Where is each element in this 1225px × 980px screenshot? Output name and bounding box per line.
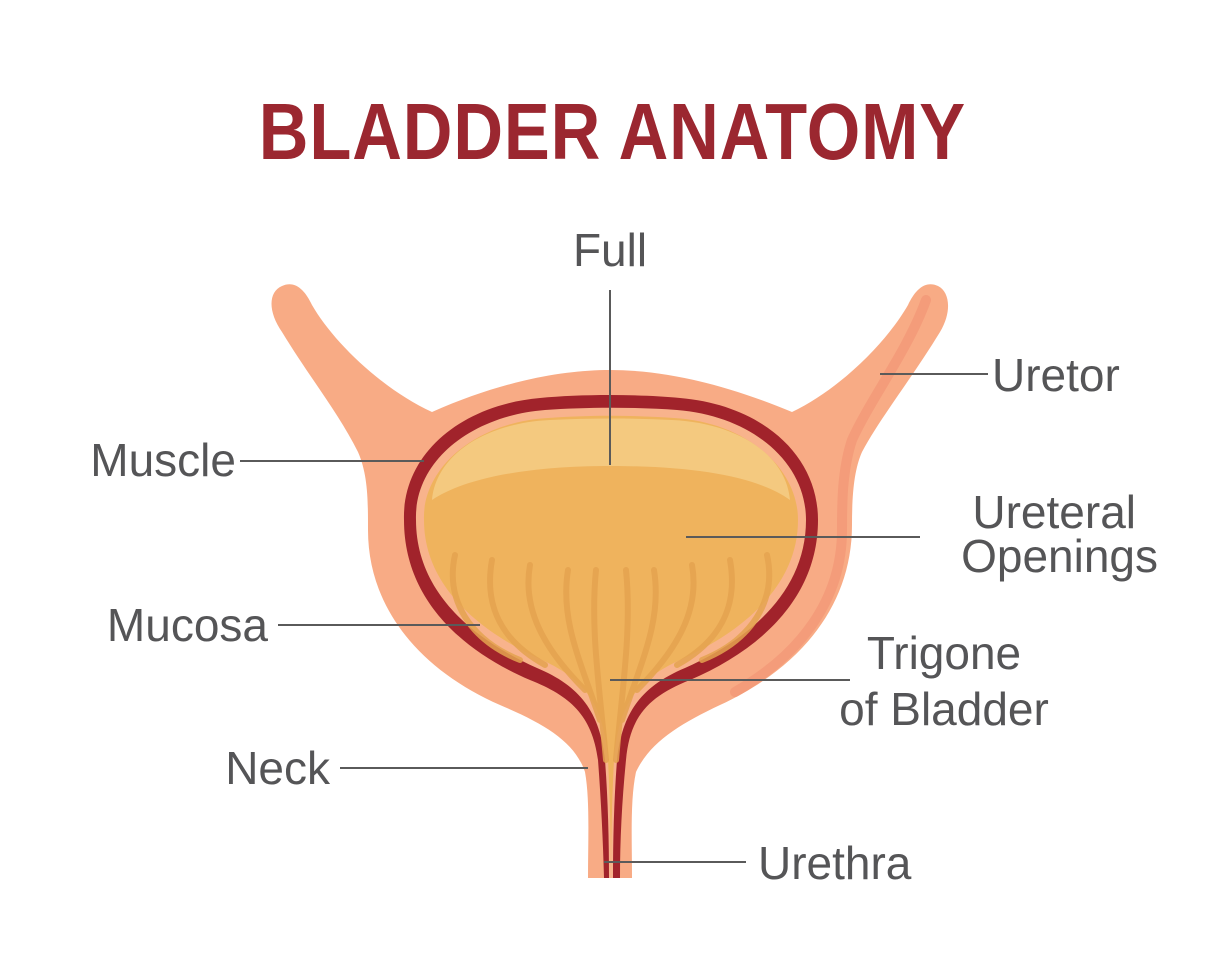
label-trigone-line2: of Bladder bbox=[839, 683, 1049, 735]
label-ureteral-openings-line2: Openings bbox=[961, 530, 1158, 582]
bladder-outer-edge bbox=[730, 295, 931, 697]
label-urethra: Urethra bbox=[758, 837, 912, 889]
label-muscle: Muscle bbox=[90, 434, 236, 486]
label-uretor: Uretor bbox=[992, 349, 1120, 401]
label-full: Full bbox=[572, 224, 648, 276]
label-trigone-of-bladder: Trigone of Bladder bbox=[812, 627, 1076, 735]
label-trigone-line1: Trigone bbox=[866, 627, 1022, 679]
leader-lines bbox=[240, 290, 988, 863]
label-mucosa: Mucosa bbox=[106, 599, 268, 651]
mucosa-folds bbox=[449, 552, 773, 763]
label-ureteral-openings-line1: Ureteral bbox=[972, 486, 1136, 538]
label-neck: Neck bbox=[225, 742, 330, 794]
bladder-lumen bbox=[423, 415, 798, 878]
label-ureteral-openings: Ureteral Openings bbox=[900, 486, 1158, 579]
diagram-title: BLADDER ANATOMY bbox=[258, 87, 967, 176]
